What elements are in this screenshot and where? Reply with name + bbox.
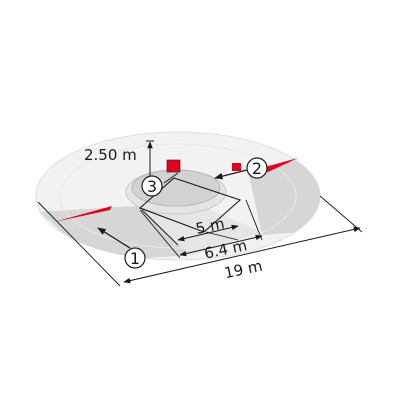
callout-2-pointer bbox=[214, 169, 248, 180]
callout-3-label: 3 bbox=[147, 177, 157, 196]
callout-2-label: 2 bbox=[252, 159, 262, 178]
outer-width-dimension bbox=[123, 226, 361, 284]
callout-3-pointer bbox=[163, 172, 179, 184]
callout-3-circle bbox=[141, 175, 163, 197]
platform-square-outline bbox=[138, 177, 242, 233]
red-wedge-left bbox=[54, 206, 112, 222]
outer-width-ext-left bbox=[37, 201, 121, 287]
height-label: 2.50 m bbox=[84, 146, 137, 164]
callout-1-label: 1 bbox=[130, 249, 140, 268]
red-wedge-right bbox=[262, 158, 298, 172]
callout-2-circle bbox=[246, 157, 268, 179]
red-marker-right bbox=[232, 163, 241, 171]
red-marker-center bbox=[166, 159, 181, 173]
outer-width-ext-right bbox=[319, 195, 363, 233]
outer-width-label: 19 m bbox=[223, 257, 264, 283]
